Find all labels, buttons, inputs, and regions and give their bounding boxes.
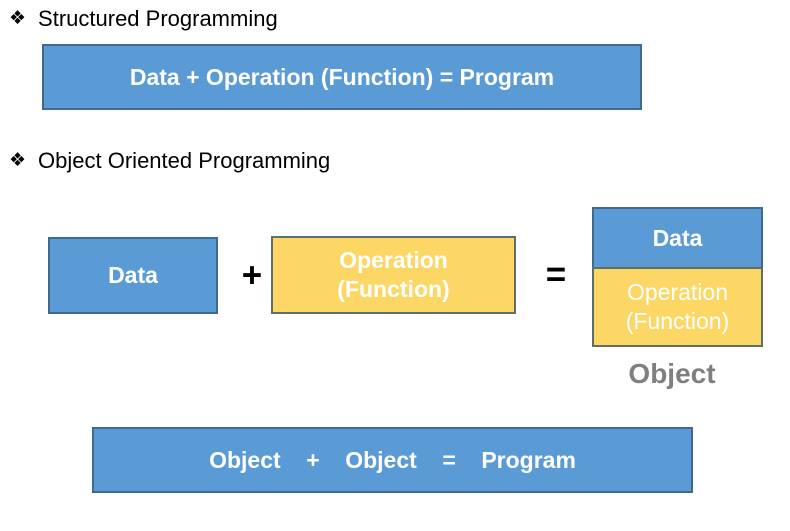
heading-oop-text: Object Oriented Programming	[38, 148, 331, 173]
object-operation-line1: Operation	[626, 279, 728, 305]
operation-box: Operation (Function)	[271, 236, 516, 314]
structured-formula-text: Data + Operation (Function) = Program	[129, 63, 555, 90]
plus-operator: +	[241, 255, 263, 295]
heading-structured-text: Structured Programming	[38, 6, 278, 31]
operation-box-line2: (Function)	[337, 276, 450, 302]
object-composition-box: Data Operation (Function)	[592, 207, 763, 347]
object-data-section: Data	[592, 207, 763, 269]
oop-formula-text: Object + Object = Program	[209, 446, 576, 473]
diamond-bullet-icon: ❖	[9, 8, 27, 29]
data-box-text: Data	[108, 262, 158, 288]
equals-operator: =	[545, 255, 567, 294]
data-box: Data	[48, 237, 218, 314]
heading-structured: ❖ Structured Programming	[9, 4, 278, 34]
oop-formula-box: Object + Object = Program	[92, 427, 693, 493]
structured-formula-box: Data + Operation (Function) = Program	[42, 44, 642, 110]
operation-box-line1: Operation	[339, 247, 448, 273]
object-data-text: Data	[652, 224, 703, 251]
diamond-bullet-icon: ❖	[9, 150, 27, 171]
object-operation-section: Operation (Function)	[592, 267, 763, 347]
heading-oop: ❖ Object Oriented Programming	[9, 146, 330, 176]
object-operation-line2: (Function)	[625, 308, 730, 334]
object-label: Object	[628, 358, 716, 389]
